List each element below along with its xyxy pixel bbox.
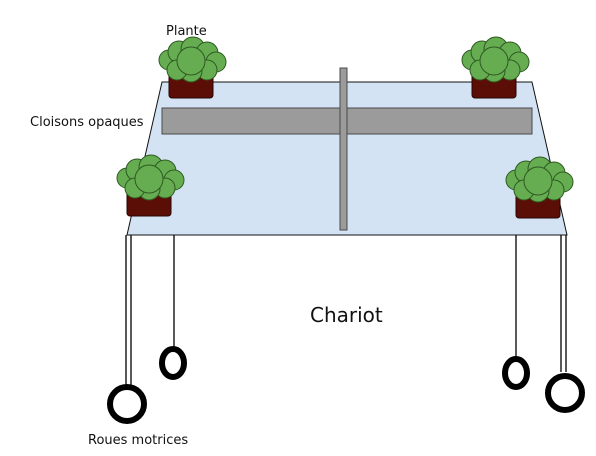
label-cart: Chariot	[310, 303, 383, 327]
wheel-icon	[107, 384, 147, 424]
drive-wheels	[107, 346, 585, 424]
label-wheels: Roues motrices	[88, 433, 188, 448]
wheel-icon	[502, 356, 530, 390]
cart-legs	[125, 235, 567, 385]
partition-vertical	[339, 67, 348, 231]
wheel-icon	[545, 373, 585, 413]
wheel-icon	[159, 346, 187, 380]
label-plant: Plante	[166, 24, 207, 39]
label-partitions: Cloisons opaques	[30, 115, 144, 130]
